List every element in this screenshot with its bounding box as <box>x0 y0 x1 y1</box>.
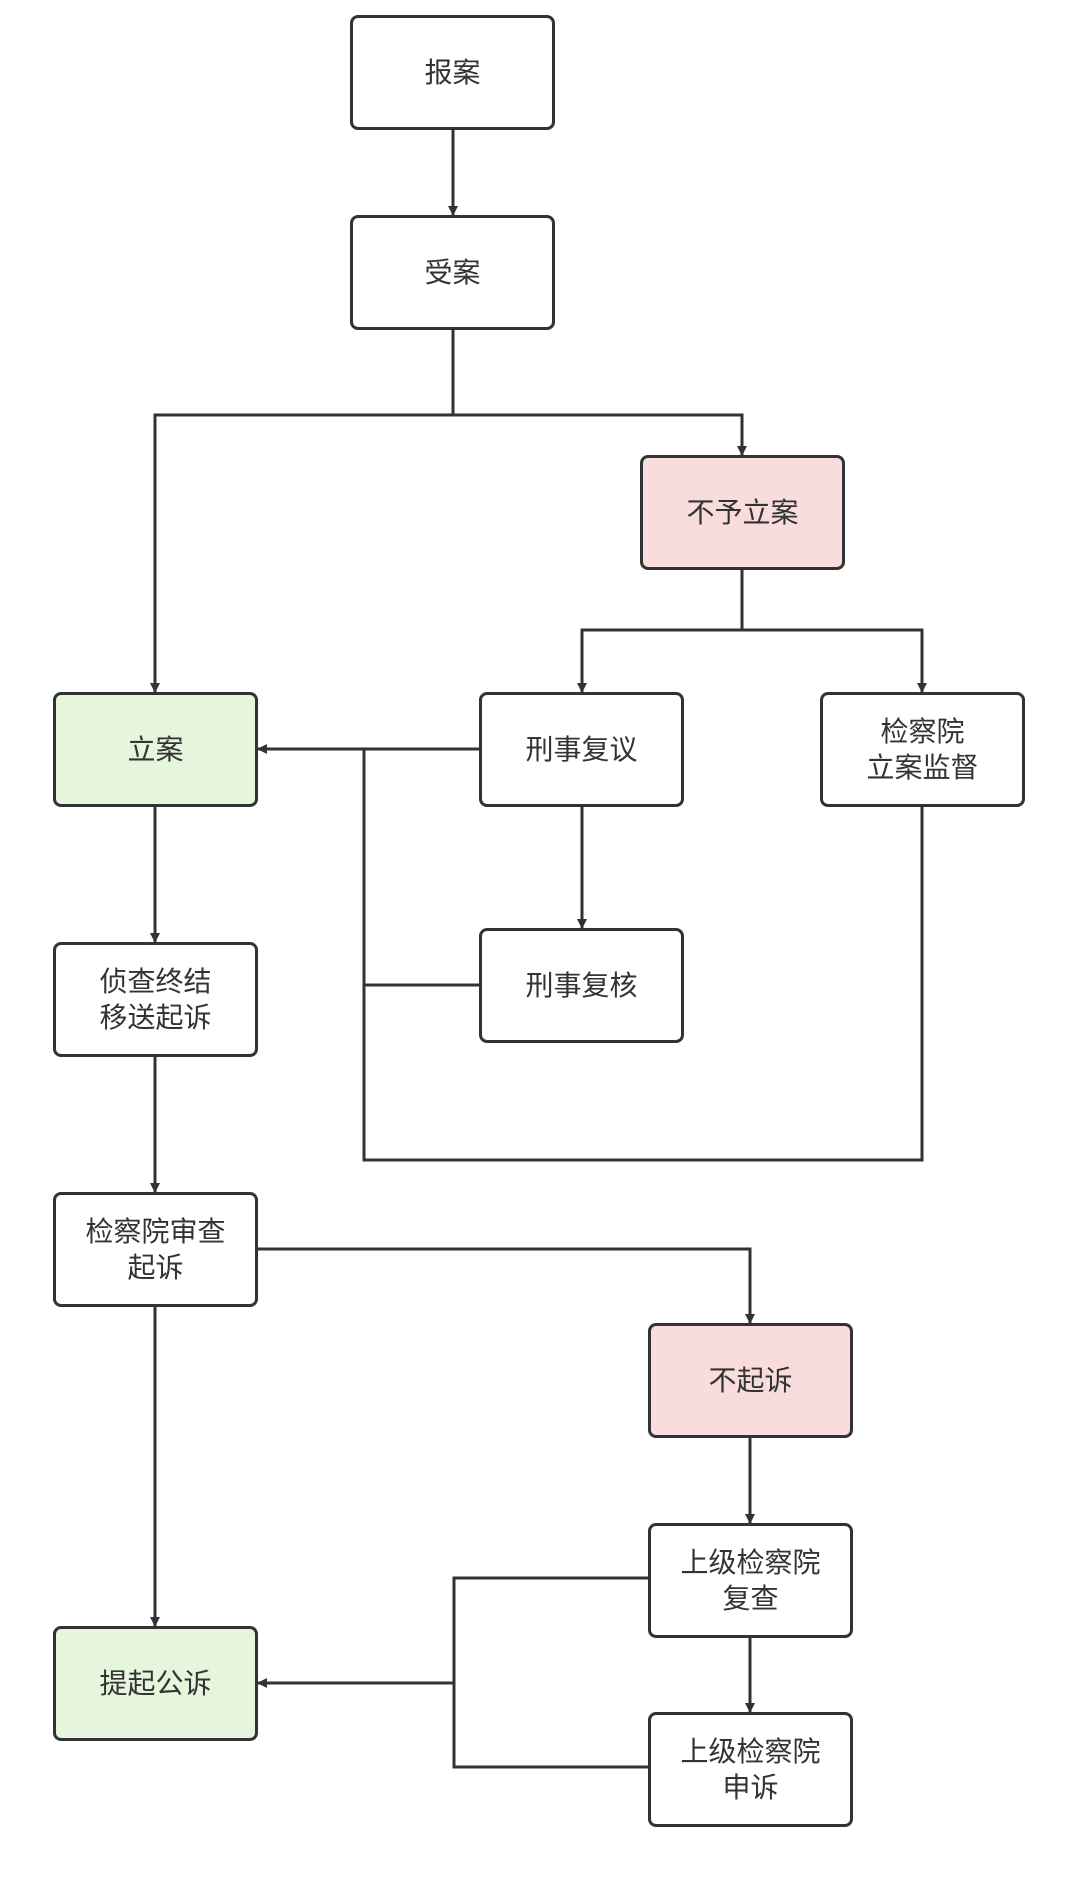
edge-recheck-to-filed <box>362 749 479 987</box>
node-prosecute: 提起公诉 <box>53 1626 258 1741</box>
edge-accept-to-not-filed <box>453 413 747 456</box>
edge-review-to-no-prosecute <box>258 1247 755 1324</box>
edge-upper-appeal-to-prosecute <box>452 1683 648 1769</box>
node-upper-review: 上级检察院 复查 <box>648 1523 853 1638</box>
edge-supervise-to-filed <box>362 807 924 1162</box>
node-review: 检察院审查 起诉 <box>53 1192 258 1307</box>
node-filed: 立案 <box>53 692 258 807</box>
node-recheck: 刑事复核 <box>479 928 684 1043</box>
node-upper-appeal: 上级检察院 申诉 <box>648 1712 853 1827</box>
edge-not-filed-to-reconsider <box>577 570 744 693</box>
node-not-filed: 不予立案 <box>640 455 845 570</box>
node-accept: 受案 <box>350 215 555 330</box>
node-reconsider: 刑事复议 <box>479 692 684 807</box>
edge-upper-review-to-prosecute <box>257 1576 648 1688</box>
node-no-prosecute: 不起诉 <box>648 1323 853 1438</box>
edge-accept-to-filed <box>150 330 455 693</box>
edge-not-filed-to-supervise <box>742 628 927 693</box>
node-investigate: 侦查终结 移送起诉 <box>53 942 258 1057</box>
node-report: 报案 <box>350 15 555 130</box>
node-supervise: 检察院 立案监督 <box>820 692 1025 807</box>
